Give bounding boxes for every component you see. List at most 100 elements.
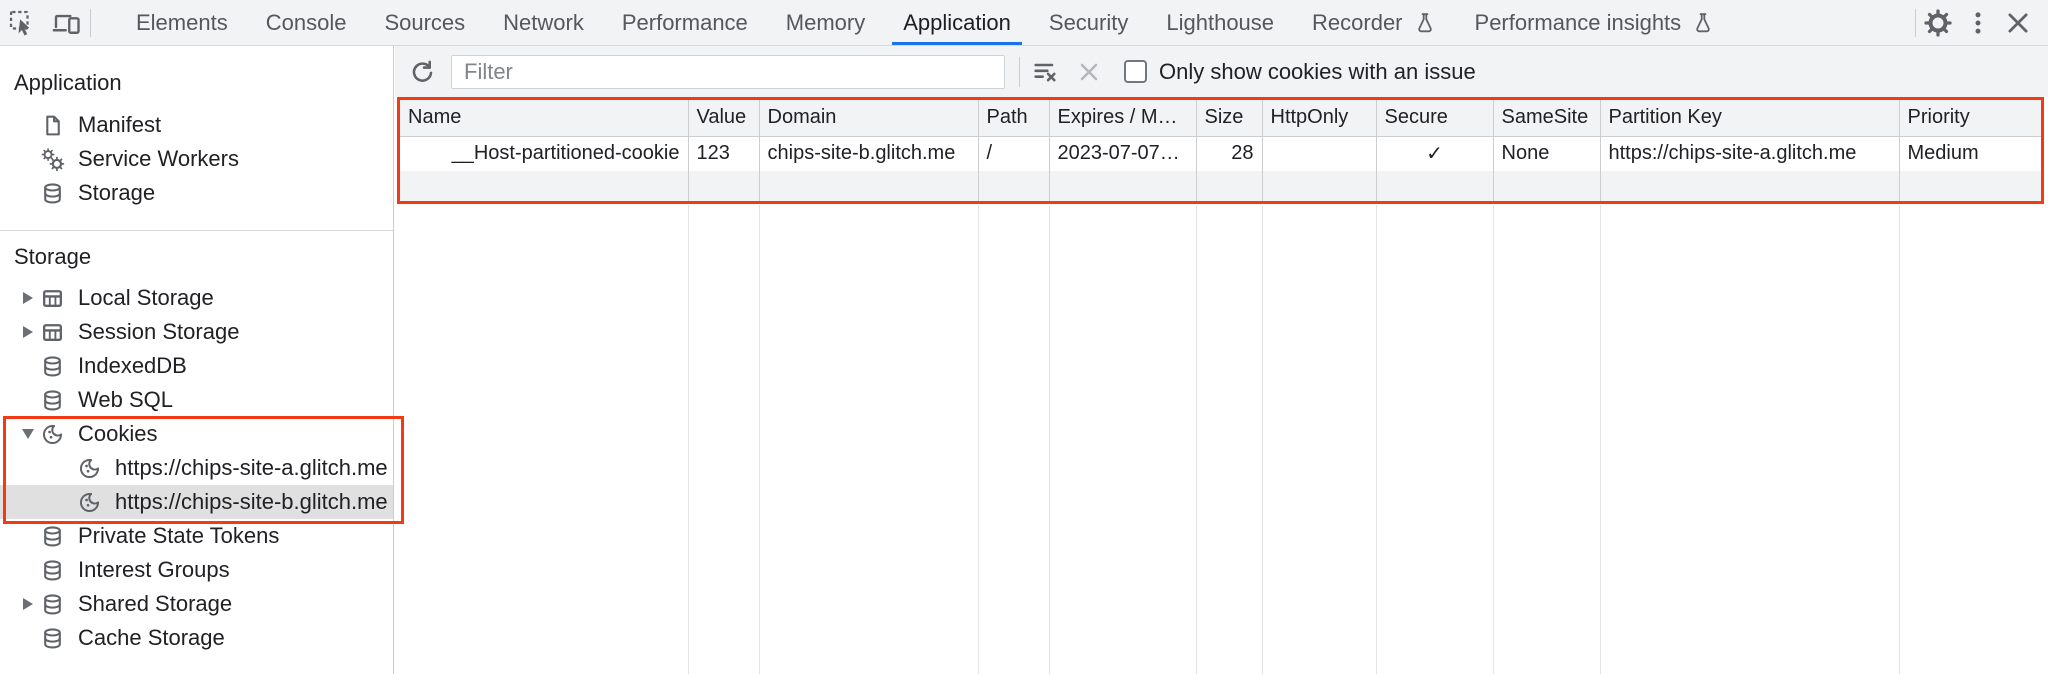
expander-spacer — [16, 354, 40, 378]
sidebar-item-label: Service Workers — [78, 146, 239, 171]
inspect-element-button[interactable] — [0, 0, 44, 45]
sidebar-divider — [0, 230, 393, 231]
sidebar-item-service-workers[interactable]: Service Workers — [0, 142, 393, 176]
column-header-name[interactable]: Name — [400, 100, 689, 137]
sidebar-item-label: Cache Storage — [78, 625, 225, 650]
sidebar-item-shared-storage[interactable]: Shared Storage — [0, 587, 393, 621]
expander-spacer — [16, 147, 40, 171]
tab-application[interactable]: Application — [884, 0, 1030, 45]
sidebar-item-manifest[interactable]: Manifest — [0, 108, 393, 142]
cell-secure-checkmark: ✓ — [1376, 136, 1494, 171]
section-title-application: Application — [14, 70, 122, 95]
settings-button[interactable] — [1918, 0, 1958, 45]
sidebar-item-indexeddb[interactable]: IndexedDB — [0, 349, 393, 383]
column-header-partition-key[interactable]: Partition Key — [1600, 100, 1900, 137]
tab-elements[interactable]: Elements — [136, 9, 228, 35]
tab-console[interactable]: Console — [265, 9, 347, 35]
close-devtools-button[interactable] — [1998, 0, 2038, 45]
sidebar-item-cookies-chips-site-b[interactable]: https://chips-site-b.glitch.me — [0, 485, 393, 519]
only-issues-checkbox[interactable] — [1124, 60, 1147, 83]
sidebar-item-cache-storage[interactable]: Cache Storage — [0, 621, 393, 655]
toolbar-separator — [1915, 8, 1916, 37]
sidebar-item-label: Cookies — [78, 421, 158, 446]
cookie-filter-input[interactable] — [451, 54, 1005, 89]
column-header-size[interactable]: Size — [1196, 100, 1263, 137]
cookie-row[interactable]: __Host-partitioned-cookie 123 chips-site… — [400, 136, 2041, 171]
clear-filter-button[interactable] — [1026, 53, 1064, 91]
table-column-line — [1262, 205, 1263, 674]
delete-cookie-button[interactable] — [1070, 53, 1108, 91]
column-header-priority[interactable]: Priority — [1899, 100, 2041, 137]
storage-section-tree: Local Storage Session Storage IndexedDB … — [0, 281, 393, 655]
table-grid-icon — [40, 286, 65, 311]
tab-sources[interactable]: Sources — [384, 9, 466, 35]
cookie-pane-toolbar: Only show cookies with an issue — [395, 46, 2048, 97]
sidebar-item-label: Web SQL — [78, 387, 173, 412]
column-header-domain[interactable]: Domain — [759, 100, 979, 137]
only-issues-checkbox-label[interactable]: Only show cookies with an issue — [1159, 58, 1476, 84]
sidebar-item-label: Storage — [78, 180, 156, 205]
tab-security[interactable]: Security — [1048, 9, 1129, 35]
refresh-icon — [412, 60, 433, 82]
tab-recorder[interactable]: Recorder — [1293, 0, 1455, 45]
sidebar-item-label: Manifest — [78, 112, 162, 137]
sidebar-item-cookies-chips-site-a[interactable]: https://chips-site-a.glitch.me — [0, 451, 393, 485]
refresh-button[interactable] — [403, 53, 441, 91]
sidebar-item-web-sql[interactable]: Web SQL — [0, 383, 393, 417]
column-header-samesite[interactable]: SameSite — [1493, 100, 1601, 137]
table-column-line — [759, 205, 760, 674]
database-icon — [40, 354, 65, 379]
column-header-secure[interactable]: Secure — [1376, 100, 1494, 137]
expander-expanded-icon[interactable] — [16, 422, 40, 446]
column-header-value[interactable]: Value — [688, 100, 760, 137]
tab-network[interactable]: Network — [503, 9, 584, 35]
sidebar-item-local-storage[interactable]: Local Storage — [0, 281, 393, 315]
expander-collapsed-icon[interactable] — [16, 286, 40, 310]
sidebar-item-session-storage[interactable]: Session Storage — [0, 315, 393, 349]
device-toolbar-button[interactable] — [44, 0, 88, 45]
cookie-table-header-row: Name Value Domain Path Expires / M… Size… — [400, 100, 2041, 137]
tab-recorder-label: Recorder — [1312, 9, 1403, 35]
table-column-line — [1600, 205, 1601, 674]
database-icon — [40, 524, 65, 549]
kebab-menu-icon — [1975, 11, 1981, 34]
sidebar-item-private-state-tokens[interactable]: Private State Tokens — [0, 519, 393, 553]
more-options-button[interactable] — [1958, 0, 1998, 45]
tab-lighthouse[interactable]: Lighthouse — [1166, 9, 1275, 35]
tab-memory[interactable]: Memory — [785, 9, 866, 35]
expander-collapsed-icon[interactable] — [16, 320, 40, 344]
sidebar-item-interest-groups[interactable]: Interest Groups — [0, 553, 393, 587]
cell-priority: Medium — [1907, 142, 1979, 165]
database-icon — [40, 592, 65, 617]
column-header-expires[interactable]: Expires / M… — [1049, 100, 1197, 137]
expander-collapsed-icon[interactable] — [16, 592, 40, 616]
column-header-path[interactable]: Path — [978, 100, 1050, 137]
panel-tabs: Elements Console Sources Network Perform… — [117, 0, 1734, 45]
clear-filter-icon — [1034, 63, 1056, 81]
tab-performance-insights[interactable]: Performance insights — [1456, 0, 1735, 45]
sidebar-item-cookies[interactable]: Cookies — [0, 417, 393, 451]
sidebar-item-label: Local Storage — [78, 285, 214, 310]
table-grid-icon — [40, 320, 65, 345]
application-section-tree: Manifest Service Workers Storage — [0, 108, 393, 210]
sidebar-item-label: Interest Groups — [78, 557, 230, 582]
inspect-element-icon — [9, 10, 30, 35]
sidebar-item-storage[interactable]: Storage — [0, 176, 393, 210]
toolbar-separator — [90, 8, 91, 37]
delete-x-icon — [1080, 63, 1098, 80]
column-header-httponly[interactable]: HttpOnly — [1262, 100, 1377, 137]
cookie-icon — [77, 490, 102, 515]
table-column-line — [1049, 205, 1050, 674]
expander-spacer — [16, 113, 40, 137]
cookie-icon — [40, 422, 65, 447]
expander-spacer — [16, 558, 40, 582]
sidebar-item-label: Session Storage — [78, 319, 240, 344]
cookie-table: Name Value Domain Path Expires / M… Size… — [400, 100, 2041, 201]
cell-domain: chips-site-b.glitch.me — [759, 136, 979, 171]
application-panel-sidebar: Application Manifest Service Workers Sto… — [0, 46, 394, 674]
tab-performance[interactable]: Performance — [621, 9, 748, 35]
table-column-line — [978, 205, 979, 674]
expander-spacer — [16, 524, 40, 548]
cell-samesite: None — [1493, 136, 1601, 171]
